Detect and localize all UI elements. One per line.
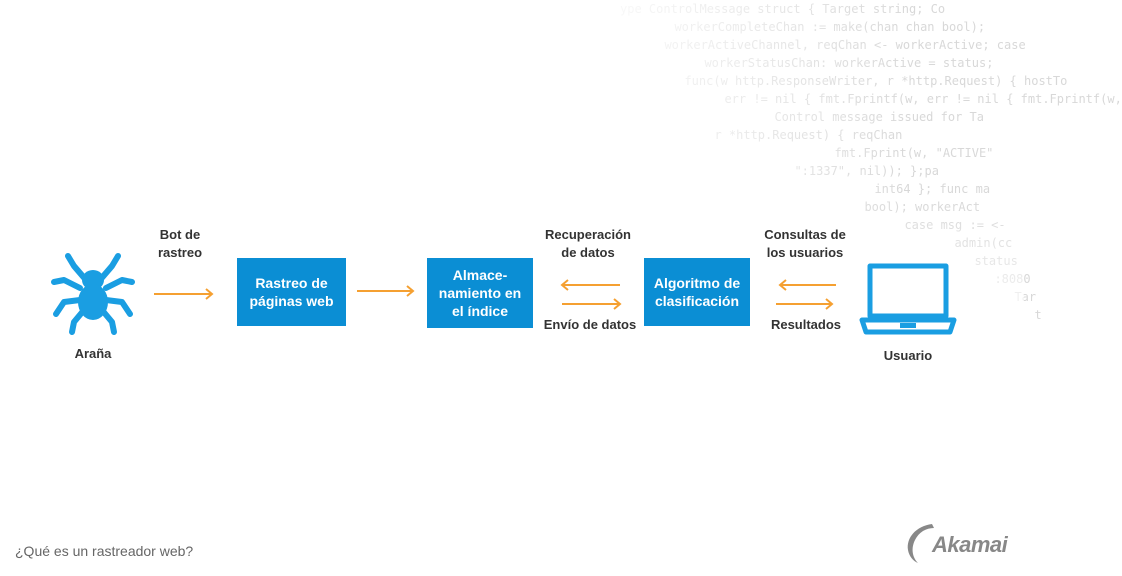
code-line: err != nil { fmt.Fprintf(w, err != nil {…: [710, 92, 1122, 106]
akamai-logo: Akamai: [902, 520, 1012, 564]
code-line: Control message issued for Ta: [760, 110, 984, 124]
code-line: r *http.Request) { reqChan: [700, 128, 903, 142]
index-box: Almace- namiento en el índice: [427, 258, 533, 328]
crawl-box-label: Rastreo de páginas web: [249, 275, 334, 309]
ranking-box-label: Algoritmo de clasificación: [653, 275, 741, 309]
edge-label-results: Resultados: [770, 317, 842, 332]
code-line: fmt.Fprint(w, "ACTIVE": [820, 146, 994, 160]
code-line: workerCompleteChan := make(chan chan boo…: [660, 20, 986, 34]
code-line: workerActiveChannel, reqChan <- workerAc…: [650, 38, 1026, 52]
arrow-ranking-to-user: [776, 298, 834, 310]
arrow-index-to-ranking: [562, 298, 622, 310]
edge-label-retrieval: Recuperación de datos: [545, 227, 631, 260]
arrow-user-to-ranking: [778, 279, 836, 291]
code-line: func(w http.ResponseWriter, r *http.Requ…: [670, 74, 1068, 88]
arrow-ranking-to-index: [560, 279, 620, 291]
footer-caption: ¿Qué es un rastreador web?: [15, 543, 194, 559]
index-box-label: Almace- namiento en el índice: [438, 267, 522, 319]
edge-label-bot: Bot de rastreo: [157, 227, 203, 260]
akamai-logo-text: Akamai: [932, 532, 1008, 557]
ranking-box: Algoritmo de clasificación: [644, 258, 750, 326]
code-line: ype ControlMessage struct { Target strin…: [620, 2, 946, 16]
edge-label-sending: Envío de datos: [543, 317, 637, 332]
laptop-icon: [859, 263, 957, 335]
code-line: workerStatusChan: workerActive = status;: [690, 56, 994, 70]
user-label: Usuario: [883, 348, 933, 363]
spider-label: Araña: [74, 346, 112, 361]
akamai-wave-icon: [907, 524, 934, 563]
code-line: int64 }; func ma: [860, 182, 991, 196]
arrow-crawl-to-index: [357, 285, 415, 297]
arrow-spider-to-crawl: [154, 288, 214, 300]
edge-label-queries: Consultas de los usuarios: [764, 227, 846, 260]
code-line: bool); workerAct: [850, 200, 981, 214]
code-line: ":1337", nil)); };pa: [780, 164, 939, 178]
spider-icon: [51, 253, 135, 335]
crawl-box: Rastreo de páginas web: [237, 258, 346, 326]
